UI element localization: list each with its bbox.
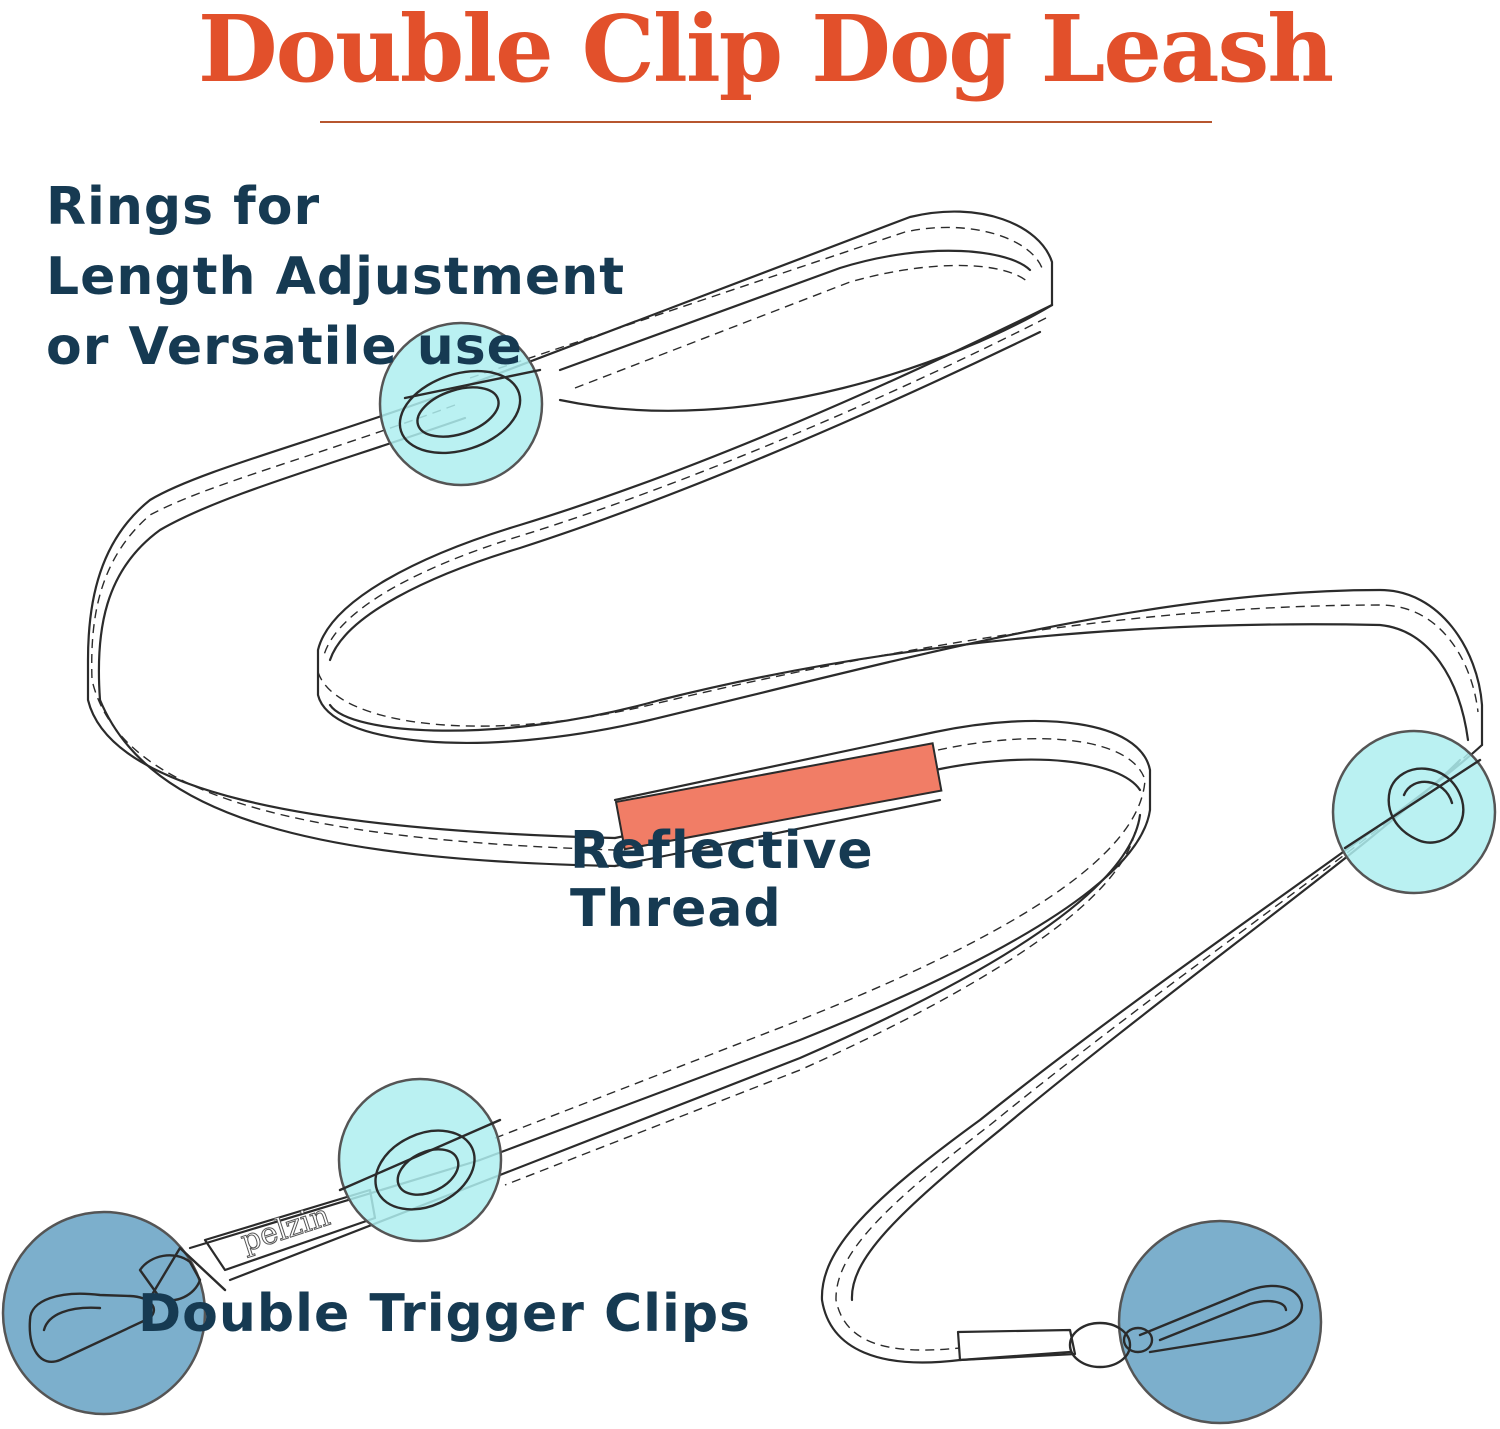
ring-highlight-top	[378, 321, 544, 487]
brand-tag-text: pelzin	[237, 1198, 335, 1259]
d-ring-right-icon	[1343, 758, 1482, 850]
reflective-thread-patch	[614, 742, 943, 851]
leash-strap-middle	[478, 719, 1152, 1186]
trigger-clip-left-icon	[28, 1246, 227, 1363]
reflective-callout-line-1: Reflective	[570, 821, 874, 881]
reflective-callout: Reflective Thread	[570, 822, 874, 938]
ring-highlight-right	[1331, 729, 1497, 895]
clips-callout-line-1: Double Trigger Clips	[138, 1284, 751, 1344]
title-underline	[320, 121, 1212, 123]
leash-handle-loop	[448, 210, 1054, 412]
o-ring-bottom-icon	[338, 1118, 502, 1211]
clips-callout: Double Trigger Clips	[138, 1282, 751, 1346]
reflective-callout-line-2: Thread	[570, 879, 782, 939]
o-ring-top-icon	[398, 368, 542, 455]
leash-strap-upper	[86, 303, 1484, 868]
rings-callout-line-1: Rings for	[46, 177, 321, 237]
rings-callout: Rings for Length Adjustment or Versatile…	[46, 172, 625, 382]
page-title: Double Clip Dog Leash	[197, 0, 1334, 103]
rings-callout-line-2: Length Adjustment	[46, 247, 626, 307]
rings-callout-line-3: or Versatile use	[46, 317, 523, 377]
trigger-clip-right-icon	[1068, 1284, 1304, 1369]
clip-highlight-right	[1117, 1219, 1323, 1425]
ring-highlight-bottom	[337, 1077, 503, 1243]
clip-highlight-left	[1, 1210, 207, 1416]
